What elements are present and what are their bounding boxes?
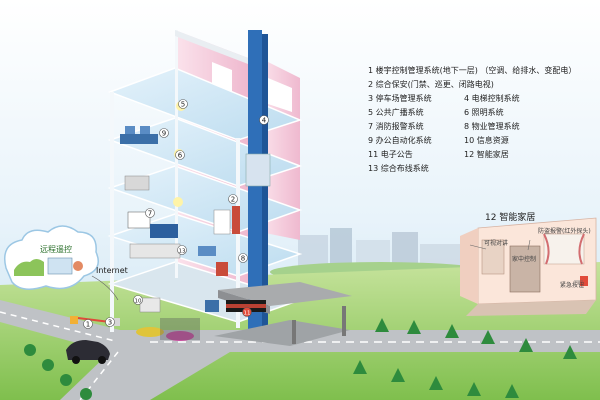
- marker-label: 11: [244, 311, 251, 317]
- remote-control-label: 远程遥控: [40, 245, 72, 254]
- marker-10: 10: [133, 295, 143, 305]
- legend-item-9: 9 办公自动化系统: [368, 136, 432, 145]
- marker-label: 6: [178, 152, 183, 160]
- parking-gate: [70, 316, 120, 326]
- legend-item-3: 3 停车场管理系统: [368, 94, 432, 103]
- internet-label: Internet: [96, 266, 128, 275]
- legend-item-11: 11 电子公告: [368, 150, 413, 159]
- legend-panel: 1 楼宇控制管理系统(地下一层) （空调、给排水、变配电） 2 综合保安(门禁、…: [368, 66, 596, 176]
- marker-label: 9: [162, 130, 166, 138]
- marker-2: 2: [228, 194, 238, 204]
- marker-label: 5: [181, 101, 185, 109]
- marker-11: 11: [242, 307, 252, 317]
- marker-label: 8: [241, 255, 245, 263]
- entrance-canopy: [214, 282, 352, 346]
- legend-item-4: 4 电梯控制系统: [464, 94, 520, 103]
- marker-label: 10: [135, 299, 142, 305]
- marker-label: 7: [148, 210, 152, 218]
- marker-8: 8: [238, 253, 248, 263]
- smart-home-title: 12 智能家居: [485, 213, 536, 223]
- legend-item-10: 10 信息资源: [464, 136, 509, 145]
- number-markers: 1 2 3 4 5 6 7 8 9 10 11 13: [83, 99, 269, 329]
- marker-label: 13: [179, 249, 186, 255]
- car-icon: [66, 340, 110, 364]
- marker-label: 3: [108, 319, 112, 327]
- roads: [0, 300, 600, 400]
- legend-item-2: 2 综合保安(门禁、巡更、闭路电视): [368, 80, 494, 89]
- marker-4: 4: [259, 115, 269, 125]
- legend-item-7: 7 消防报警系统: [368, 122, 424, 131]
- equipment: [120, 101, 240, 341]
- marker-label: 2: [231, 196, 235, 204]
- marker-3: 3: [105, 317, 115, 327]
- emergency-button-label: 紧急按钮: [560, 282, 585, 289]
- trees: [24, 318, 577, 400]
- elevator-shaft: [245, 30, 271, 330]
- remote-control-cloud: [4, 225, 99, 290]
- legend-item-6: 6 照明系统: [464, 108, 504, 117]
- marker-1: 1: [83, 319, 93, 329]
- marker-7: 7: [145, 208, 155, 218]
- marker-13: 13: [177, 245, 187, 255]
- marker-6: 6: [175, 150, 185, 160]
- legend-item-5: 5 公共广播系统: [368, 108, 424, 117]
- callout-lines: [469, 239, 583, 282]
- legend-item-13: 13 综合布线系统: [368, 164, 429, 173]
- home-control-label: 家中控制: [512, 256, 537, 263]
- smart-home-room: [460, 217, 597, 316]
- video-intercom-label: 可视对讲: [484, 240, 509, 247]
- internet-link: [91, 275, 119, 301]
- legend-item-12: 12 智能家居: [464, 150, 509, 159]
- legend-item-8: 8 物业管理系统: [464, 122, 520, 131]
- marker-label: 4: [262, 117, 267, 125]
- legend-item-1: 1 楼宇控制管理系统(地下一层) （空调、给排水、变配电）: [368, 66, 577, 75]
- burglar-alarm-label: 防盗报警(红外探头): [538, 228, 591, 235]
- marker-5: 5: [178, 99, 188, 109]
- marker-9: 9: [159, 128, 169, 138]
- marker-label: 1: [86, 321, 90, 329]
